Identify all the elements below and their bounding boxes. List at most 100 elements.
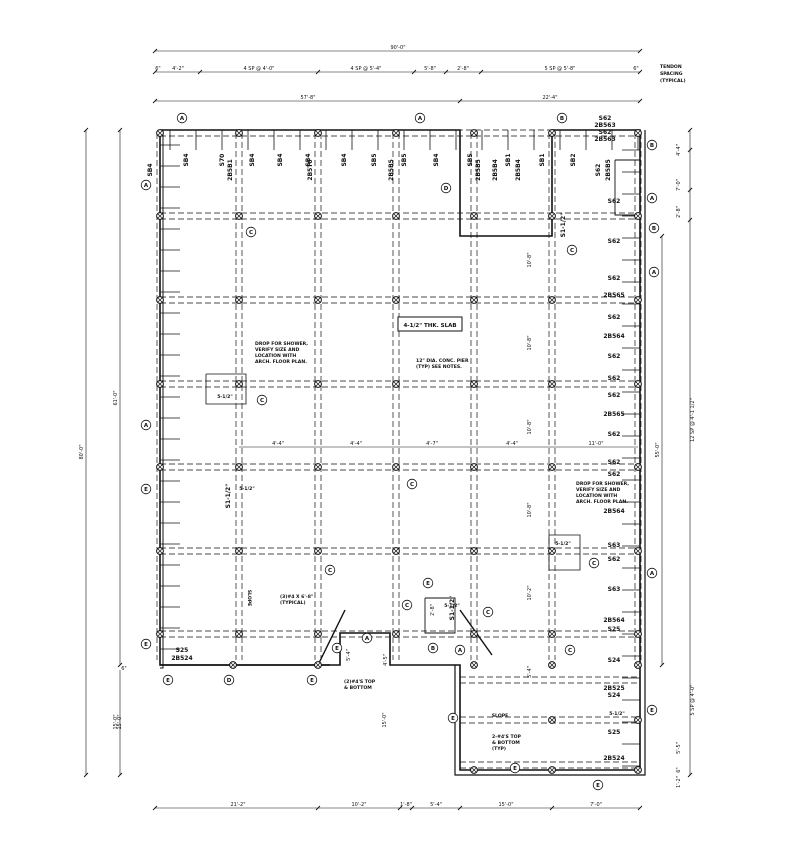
section-marker [454,644,466,656]
dim-top-small: 6" [155,66,160,72]
top-beam-tag: 2B5B4 [515,159,522,181]
section-marker-letter: E [335,646,339,652]
dim-bottom-segment: 15'-0" [498,802,513,808]
pier-cross [157,297,163,303]
dimension-tick [117,662,123,668]
section-marker-letter: A [458,648,463,654]
top-beam-tag: SB1 [505,153,512,166]
right-beam-tag: 2B565 [603,292,624,299]
dimension-tick [83,772,89,778]
right-beam-tag: S62 [608,238,621,245]
section-marker [176,112,188,124]
tendon-spacing-note: TENDON [660,64,682,70]
drop-label: 5-1/2" [239,486,255,492]
section-marker-letter: A [180,116,185,122]
pier-cross [315,631,321,637]
pier-cross [635,464,641,470]
right-beam-tag: S25 [608,626,621,633]
section-marker [648,266,660,278]
pier-cross [157,213,163,219]
dim-right-lower: 5 SP @ 4'-0" [690,685,696,716]
section-marker [422,577,434,589]
dim-right-tendon: 12 SP @ 4'-1 1/2" [690,398,696,442]
dim-misc: 5'-4" [346,649,352,661]
right-top-tag: 2B563 [594,122,615,129]
right-top-tag: S62 [599,129,612,136]
pier-cross [635,717,641,723]
dim-interior-v: 10'-8" [527,419,533,434]
section-marker [140,419,152,431]
dim-top-small: 6" [633,66,638,72]
drop-mark: S1-1/2" [449,596,456,621]
diagonal-bar [317,609,346,666]
right-beam-tag: S62 [608,375,621,382]
top-beam-tag: SB4 [249,153,256,166]
section-marker [331,642,343,654]
pier-cross [236,213,242,219]
section-marker-letter: B [560,116,564,122]
shower-drop-box [548,534,581,571]
dimension-tick [409,805,415,811]
pier-cross [315,213,321,219]
top-bottom-note-2: 2-#4'S TOP [492,734,522,740]
pier-cross [236,548,242,554]
top-beam-tag: SB4 [433,153,440,166]
pier-cross [471,213,477,219]
dimension-tick [117,772,123,778]
dim-top-segment: 5 SP @ 5'-8" [545,66,576,72]
dim-right-small: 1'-2" [676,776,682,788]
pier-cross [315,464,321,470]
slab-edge-offset [454,130,646,776]
section-marker [440,182,452,194]
pier-cross [549,297,555,303]
dim-top-segment: 4 SP @ 5'-4" [351,66,382,72]
dimension-tick [152,98,158,104]
shower-note-1: ARCH. FLOOR PLAN. [255,359,307,365]
right-beam-tag: S62 [608,198,621,205]
top-beam-tag: SB4 [183,153,190,166]
dimension-tick [659,662,665,668]
right-beam-tag: S25 [608,729,621,736]
dimension-tick [152,48,158,54]
pier-cross [549,464,555,470]
dimension-tick [315,69,321,75]
dimension-tick [152,805,158,811]
section-marker-letter: B [652,226,656,232]
section-marker-letter: A [650,571,655,577]
dim-top-segment: 4 SP @ 4'-0" [244,66,275,72]
right-beam-tag: S62 [608,471,621,478]
dim-right-small: 5'-5" [676,742,682,754]
dim-right-long: 55'-0" [655,442,661,457]
pier-cross [236,381,242,387]
typical-bar-note: (TYPICAL) [280,600,306,606]
section-marker [414,112,426,124]
pier-cross [393,381,399,387]
pier-cross [157,464,163,470]
top-beam-tag: SB4 [341,153,348,166]
pier-cross [393,631,399,637]
right-beam-tag: 2B564 [603,617,624,624]
dim-top-second: 57'-8" [300,95,315,101]
dimension-tick [152,69,158,75]
dimension-tick [457,805,463,811]
drop-label: 5-1/2" [444,603,460,609]
section-marker-letter: C [260,398,264,404]
dim-right-small: 4'-4" [676,144,682,156]
pier-cross [471,297,477,303]
section-marker-letter: B [431,646,435,652]
dim-left-small: 6" [121,666,126,672]
pier-cross [157,130,163,136]
top-beam-tag: 2B5T0 [307,159,314,180]
dimension-tick [478,69,484,75]
dim-interior-h: 11'-0" [588,441,603,447]
drop-label: 5-1/2" [609,711,625,717]
top-beam-tag: SB5 [467,153,474,166]
pier-cross [549,767,555,773]
section-marker [245,226,257,238]
right-beam-tag: S62 [608,431,621,438]
section-marker [564,644,576,656]
dimension-tick [687,217,693,223]
tendon-spacing-note: (TYPICAL) [660,78,686,84]
section-marker-letter: C [405,603,409,609]
top-beam-tag: SB4 [147,163,154,176]
